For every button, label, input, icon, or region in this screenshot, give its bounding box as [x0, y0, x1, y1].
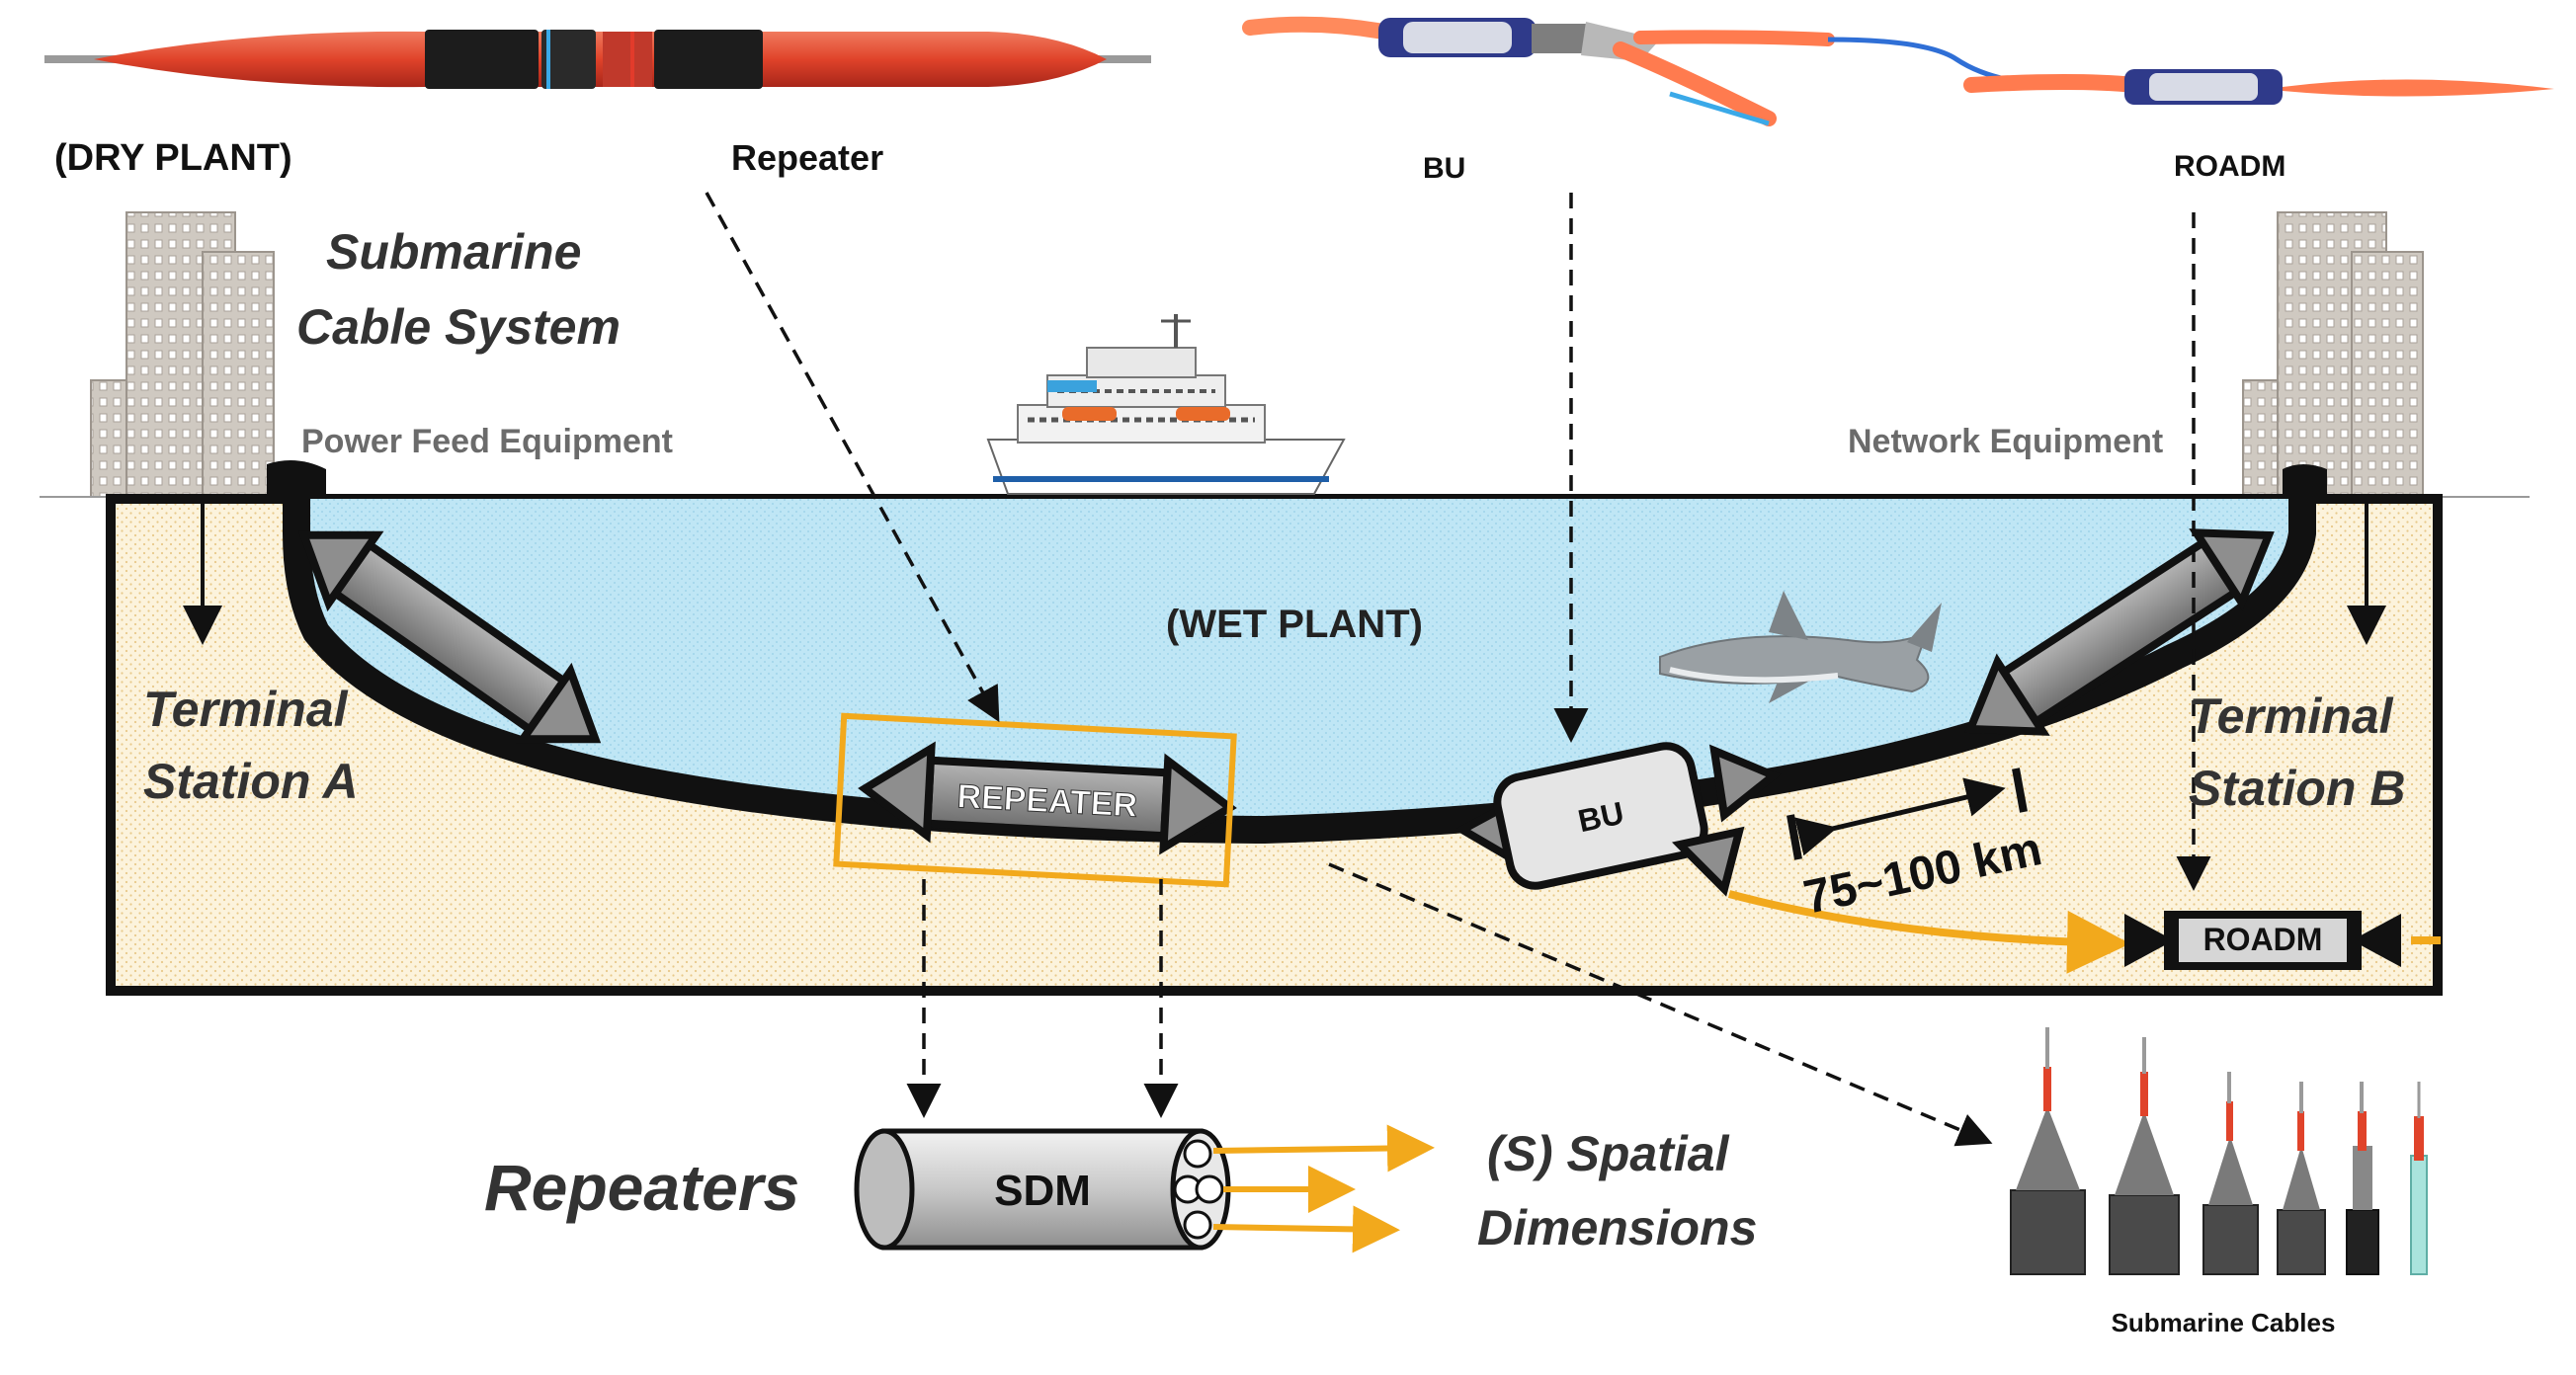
repeater-product-image — [44, 30, 1151, 89]
distance-marker — [1787, 768, 2028, 860]
repeater-unit — [858, 741, 1237, 855]
repeater-pointer-arrow — [705, 192, 1000, 723]
spatial-arrow-1 — [1212, 1124, 1435, 1173]
landing-point-left — [267, 460, 326, 499]
power-feed-label: Power Feed Equipment — [301, 423, 673, 460]
terminal-b-line-2: Station B — [2189, 761, 2405, 816]
terminal-b-line-1: Terminal — [2189, 688, 2394, 744]
roadm-box-label: ROADM — [2203, 922, 2323, 957]
shark-icon — [1659, 591, 1942, 703]
cable-unit-left — [297, 530, 602, 744]
cable-unit-right — [1964, 528, 2275, 736]
building-left-icon — [90, 211, 275, 498]
bu-top-label: BU — [1423, 152, 1465, 185]
ship-icon — [986, 314, 1346, 495]
spatial-line-2: Dimensions — [1477, 1200, 1757, 1255]
repeater-top-label: Repeater — [731, 137, 883, 178]
repeater-highlight-box — [833, 712, 1237, 888]
submarine-cables-label: Submarine Cables — [2112, 1308, 2336, 1337]
sdm-label: SDM — [994, 1167, 1091, 1215]
spatial-line-1: (S) Spatial — [1487, 1126, 1730, 1181]
cables-pointer-arrow — [1328, 862, 1993, 1147]
submarine-cables-image — [2010, 1027, 2428, 1275]
branch-path-arrow — [1727, 890, 2130, 974]
roadm-top-label: ROADM — [2174, 150, 2285, 183]
network-equipment-label: Network Equipment — [1848, 423, 2163, 460]
roadm-unit — [2124, 911, 2401, 970]
terminal-a-line-1: Terminal — [143, 682, 349, 737]
building-right-icon — [2242, 211, 2424, 498]
title-line-1: Submarine — [326, 224, 581, 280]
dry-plant-label: (DRY PLANT) — [54, 137, 292, 179]
terminal-a-line-2: Station A — [143, 754, 359, 809]
sdm-cylinder — [854, 1128, 1231, 1251]
repeaters-heading: Repeaters — [484, 1151, 799, 1224]
spatial-arrow-3 — [1212, 1205, 1400, 1254]
bu-product-image — [1242, 16, 2554, 126]
landing-point-right — [2283, 464, 2327, 499]
sea-area — [296, 499, 2302, 830]
bu-unit — [1454, 742, 1782, 897]
title-line-2: Cable System — [296, 299, 621, 355]
wet-plant-label: (WET PLANT) — [1166, 603, 1423, 646]
